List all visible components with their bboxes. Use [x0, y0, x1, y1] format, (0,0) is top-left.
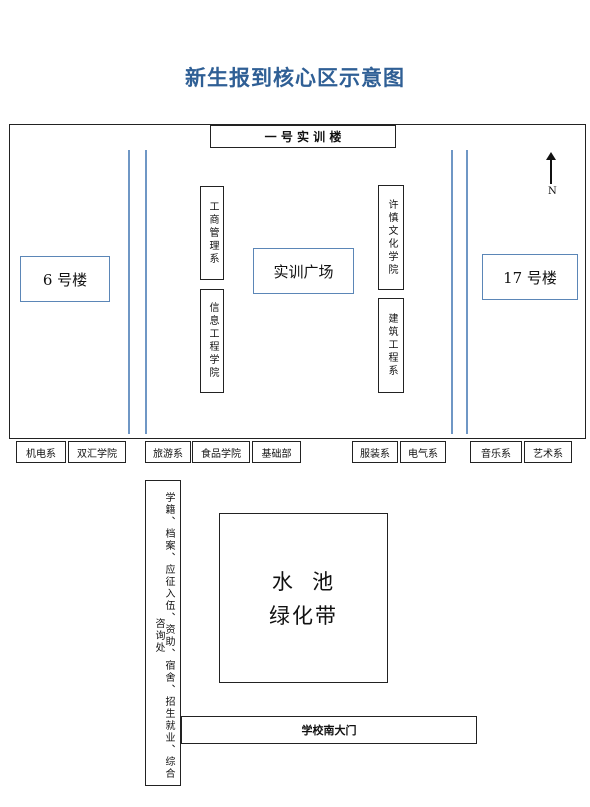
dept-clothing[interactable]: 服装系	[352, 441, 398, 463]
dept-label: 工商管理系	[207, 200, 218, 266]
dept-foundation[interactable]: 基础部	[252, 441, 301, 463]
road-line	[128, 150, 130, 434]
dept-electromechanical[interactable]: 机电系	[16, 441, 66, 463]
dept-business-management[interactable]: 工商管理系	[200, 186, 224, 280]
core-area-frame	[9, 124, 586, 439]
green-belt-label: 绿化带	[269, 604, 338, 628]
training-plaza[interactable]: 实训广场	[253, 248, 354, 294]
dept-shuanghui[interactable]: 双汇学院	[68, 441, 126, 463]
north-arrow-icon	[546, 152, 556, 186]
north-label: N	[548, 186, 557, 197]
dept-architecture[interactable]: 建筑工程系	[378, 298, 404, 393]
dept-label: 建筑工程系	[386, 313, 397, 378]
pool-green-belt[interactable]: 水 池 绿化带	[219, 513, 388, 683]
building-17[interactable]: 17 号楼	[482, 254, 578, 300]
road-line	[466, 150, 468, 434]
dept-information-engineering[interactable]: 信息工程学院	[200, 289, 224, 393]
services-label: 学籍、档案、应征入伍、资助、宿舍、招生就业、综合咨询处	[153, 492, 174, 780]
page-title: 新生报到核心区示意图	[185, 66, 405, 90]
dept-label: 许慎文化学院	[386, 198, 397, 277]
road-line	[451, 150, 453, 434]
dept-xu-shen-culture[interactable]: 许慎文化学院	[378, 185, 404, 290]
school-south-gate[interactable]: 学校南大门	[181, 716, 477, 744]
dept-tourism[interactable]: 旅游系	[145, 441, 191, 463]
road-line	[145, 150, 147, 434]
dept-music[interactable]: 音乐系	[470, 441, 522, 463]
dept-label: 信息工程学院	[207, 302, 218, 380]
training-building-1[interactable]: 一 号 实 训 楼	[210, 125, 396, 148]
building-6[interactable]: 6 号楼	[20, 256, 110, 302]
dept-food[interactable]: 食品学院	[192, 441, 250, 463]
dept-art[interactable]: 艺术系	[524, 441, 572, 463]
pool-label: 水 池	[271, 570, 336, 594]
dept-electrical[interactable]: 电气系	[400, 441, 446, 463]
student-services-desk[interactable]: 学籍、档案、应征入伍、资助、宿舍、招生就业、综合咨询处	[145, 480, 181, 786]
